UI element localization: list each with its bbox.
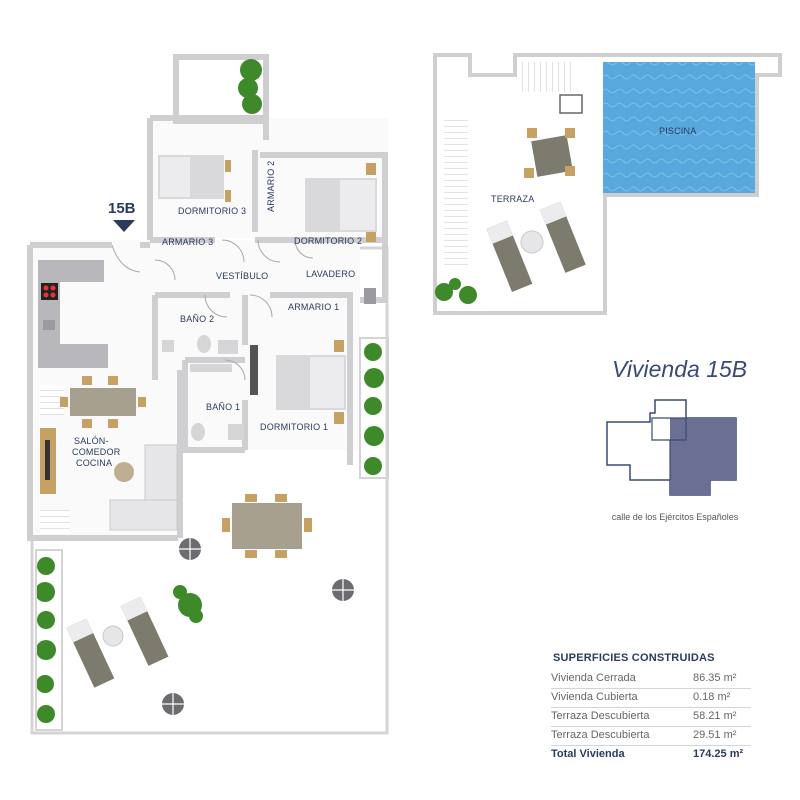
label-dormitorio-3: DORMITORIO 3 xyxy=(178,206,246,216)
label-armario-3: ARMARIO 3 xyxy=(162,237,213,247)
desk-icon xyxy=(250,345,258,395)
label-salon: SALÓN- xyxy=(74,436,109,446)
plant-icons xyxy=(35,59,384,723)
unit-tag: 15B xyxy=(108,200,136,217)
sofa-icon xyxy=(109,444,178,531)
label-bano-1: BAÑO 1 xyxy=(206,402,240,412)
area-row: Terraza Descubierta 58.21 m² xyxy=(551,708,751,727)
label-bano-2: BAÑO 2 xyxy=(180,314,214,324)
area-value: 29.51 m² xyxy=(693,729,737,741)
bathroom-fixtures xyxy=(162,335,244,441)
entry-arrow-icon xyxy=(113,220,135,232)
area-label: Vivienda Cubierta xyxy=(551,691,638,703)
roof-table-icon xyxy=(524,128,575,178)
area-value: 86.35 m² xyxy=(693,672,737,684)
area-label: Terraza Descubierta xyxy=(551,710,650,722)
area-row: Vivienda Cerrada 86.35 m² xyxy=(551,670,751,689)
outdoor-table-icon xyxy=(222,494,312,558)
stairs-icon xyxy=(518,62,573,92)
stairs-icon xyxy=(444,120,468,270)
areas-heading: SUPERFICIES CONSTRUIDAS xyxy=(553,652,715,664)
area-total-label: Total Vivienda xyxy=(551,748,625,760)
label-dormitorio-2: DORMITORIO 2 xyxy=(294,236,362,246)
main-unit xyxy=(27,54,389,735)
bed-icon xyxy=(158,155,231,202)
bed-icon xyxy=(305,163,377,242)
unit-highlight xyxy=(670,418,736,495)
label-terraza: TERRAZA xyxy=(491,194,534,204)
label-lavadero: LAVADERO xyxy=(306,269,355,279)
pool xyxy=(603,62,755,193)
cooktop-icon xyxy=(41,283,58,300)
label-vestibulo: VESTÍBULO xyxy=(216,271,268,281)
label-piscina: PISCINA xyxy=(659,126,696,136)
dining-table-icon xyxy=(60,376,146,428)
areas-table: SUPERFICIES CONSTRUIDAS Vivienda Cerrada… xyxy=(551,652,751,764)
area-total-row: Total Vivienda 174.25 m² xyxy=(551,746,751,764)
label-comedor: COMEDOR xyxy=(72,447,121,457)
washer-icon xyxy=(364,288,376,304)
street-label: calle de los Ejércitos Españoles xyxy=(611,512,739,522)
area-label: Terraza Descubierta xyxy=(551,729,650,741)
area-row: Terraza Descubierta 29.51 m² xyxy=(551,727,751,746)
door-swings xyxy=(111,239,314,381)
area-label: Vivienda Cerrada xyxy=(551,672,636,684)
page-title: Vivienda 15B xyxy=(612,356,748,382)
rooftop xyxy=(433,53,782,315)
label-armario-1: ARMARIO 1 xyxy=(288,302,339,312)
area-value: 58.21 m² xyxy=(693,710,737,722)
sink-icon xyxy=(43,320,55,330)
label-dormitorio-1: DORMITORIO 1 xyxy=(260,422,328,432)
area-value: 0.18 m² xyxy=(693,691,731,703)
stairs-icon xyxy=(40,510,70,534)
room-labels: DORMITORIO 3 ARMARIO 2 DORMITORIO 2 ARMA… xyxy=(72,126,696,468)
key-plan xyxy=(606,399,737,496)
bed-icon xyxy=(250,340,346,424)
umbrella-icons xyxy=(162,538,354,715)
lounger-icons xyxy=(66,596,169,688)
area-total-value: 174.25 m² xyxy=(693,748,744,760)
label-cocina: COCINA xyxy=(76,458,112,468)
label-armario-2: ARMARIO 2 xyxy=(266,161,276,212)
kitchen-counter xyxy=(38,260,108,368)
area-row: Vivienda Cubierta 0.18 m² xyxy=(551,689,751,708)
